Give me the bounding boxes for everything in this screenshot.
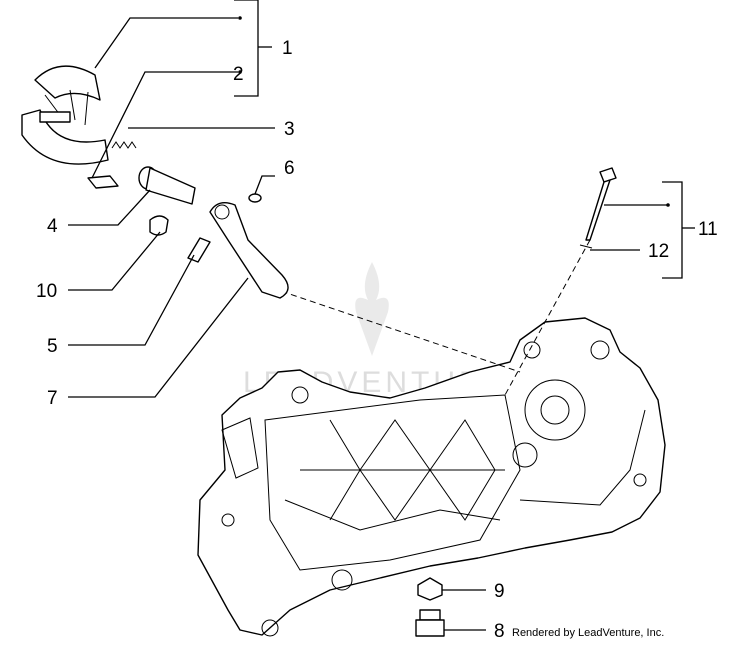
assembly-line bbox=[271, 287, 521, 373]
brake-cam-part bbox=[138, 166, 196, 205]
crankcase-housing bbox=[197, 317, 666, 637]
callout-11: 11 bbox=[698, 219, 718, 240]
dipstick-part bbox=[585, 167, 617, 241]
leader-lines bbox=[68, 0, 695, 631]
callout-3: 3 bbox=[284, 119, 295, 140]
clip-part bbox=[87, 175, 119, 189]
callout-12: 12 bbox=[648, 241, 669, 262]
callout-8: 8 bbox=[494, 621, 505, 642]
nut-part bbox=[149, 215, 169, 236]
callout-10: 10 bbox=[36, 281, 57, 302]
brake-lever-part bbox=[209, 202, 289, 299]
render-credit: Rendered by LeadVenture, Inc. bbox=[512, 627, 664, 639]
o-ring-part bbox=[579, 244, 593, 249]
drain-nut-part bbox=[417, 577, 443, 601]
callout-6: 6 bbox=[284, 158, 295, 179]
callout-9: 9 bbox=[494, 581, 505, 602]
callout-1: 1 bbox=[282, 38, 293, 59]
washer-part bbox=[248, 193, 262, 203]
callout-7: 7 bbox=[47, 388, 58, 409]
callout-4: 4 bbox=[47, 216, 58, 237]
callout-2: 2 bbox=[233, 64, 244, 85]
drain-plug-part bbox=[415, 609, 445, 637]
callout-5: 5 bbox=[47, 336, 58, 357]
bolt-part bbox=[187, 237, 211, 263]
brake-shoes-part bbox=[21, 65, 109, 165]
spring-part bbox=[111, 141, 137, 149]
